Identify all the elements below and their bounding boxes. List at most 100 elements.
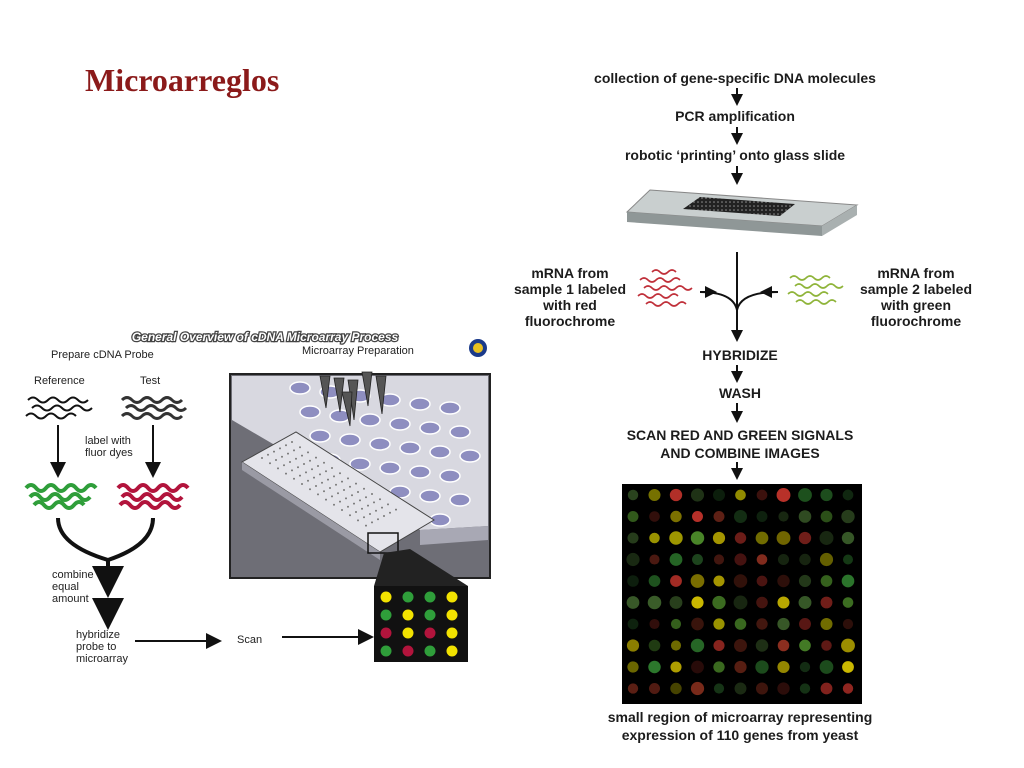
step-hybridize: HYBRIDIZE (702, 347, 778, 363)
array-spot (733, 595, 748, 610)
overview-header: General Overview of cDNA Microarray Proc… (132, 330, 399, 344)
array-caption-line1: small region of microarray representing (607, 709, 873, 725)
array-spot (755, 531, 769, 545)
sample2-line2: sample 2 labeled (859, 281, 973, 297)
slide-dot (341, 509, 343, 511)
slide-dot (317, 465, 319, 467)
step-pcr: PCR amplification (675, 108, 795, 124)
slide-dot (357, 491, 359, 493)
institution-logo (469, 339, 487, 357)
plate-well (449, 493, 471, 507)
array-spot (733, 574, 748, 588)
array-spot (820, 488, 833, 502)
plate-well (419, 421, 441, 435)
slide-dot (317, 493, 319, 496)
array-spot (777, 639, 790, 652)
array-spot (627, 532, 639, 544)
array-spot (799, 683, 811, 694)
array-spot (820, 575, 833, 587)
array-spot (712, 531, 726, 545)
grid-spot (380, 627, 392, 639)
grid-spot (446, 609, 458, 621)
slide-dot (329, 487, 331, 489)
array-spot (648, 488, 661, 502)
glass-slide (625, 189, 859, 236)
array-spot (690, 681, 705, 696)
plate-well (339, 433, 361, 447)
array-spot (734, 660, 747, 674)
grid-spot (380, 645, 392, 657)
array-spot (691, 660, 704, 674)
slide-dot (287, 452, 289, 455)
array-spot (735, 489, 746, 501)
plate-well (419, 489, 441, 503)
slide-dot (319, 473, 321, 476)
plate-well (389, 417, 411, 431)
sample1-line3: with red (543, 297, 597, 313)
slide-dot (297, 466, 299, 469)
grid-spot (402, 591, 414, 603)
slide-dot (347, 505, 349, 508)
plate-well (349, 457, 371, 471)
slide-dot (349, 514, 351, 517)
grid-spot (446, 645, 458, 657)
slide-dot (261, 457, 263, 459)
array-spot (649, 683, 660, 694)
array-spot (842, 661, 854, 673)
label-dyes-line2: fluor dyes (85, 447, 133, 459)
grid-spot (402, 645, 414, 657)
slide-spots (261, 441, 397, 527)
slide-dot (355, 482, 357, 485)
hybridize-line3: microarray (76, 653, 128, 665)
slide-dot (365, 496, 367, 499)
array-spot (777, 596, 790, 609)
slide-dot (313, 476, 315, 479)
slide-dot (373, 501, 375, 504)
array-spot (734, 553, 747, 566)
array-spot (756, 511, 768, 522)
grid-spot (446, 591, 458, 603)
array-spot (669, 553, 683, 566)
slide-dot (269, 462, 271, 465)
array-spot (821, 640, 832, 651)
combine-line2: equal (52, 581, 79, 593)
array-spot (627, 683, 639, 694)
array-spot (648, 660, 661, 674)
plate-well (359, 413, 381, 427)
array-spot (670, 682, 682, 695)
array-spot (713, 511, 725, 522)
step-scan-line1: SCAN RED AND GREEN SIGNALS (626, 427, 854, 443)
grid-spot (424, 609, 436, 621)
slide-dot (285, 472, 287, 475)
array-spot (778, 511, 789, 522)
grid-spot (402, 627, 414, 639)
step-wash: WASH (719, 385, 761, 401)
prepare-probe-label: Prepare cDNA Probe (51, 349, 154, 361)
slide-dot (291, 469, 293, 472)
slide-dot (351, 494, 353, 497)
slide-dot (347, 477, 349, 480)
array-spot (670, 575, 682, 587)
slide-dot (325, 498, 327, 501)
combine-line3: amount (52, 593, 89, 605)
slide-dot (291, 441, 293, 443)
array-spot (820, 596, 833, 609)
slide-dot (387, 503, 389, 506)
slide-dot (355, 511, 357, 513)
array-spot (756, 596, 768, 609)
array-spot (777, 553, 790, 566)
slide-dot (307, 479, 309, 482)
step-collection: collection of gene-specific DNA molecule… (594, 70, 876, 86)
array-spot (713, 575, 725, 587)
sample2-line1: mRNA from (877, 265, 955, 281)
reference-label: Reference (34, 375, 85, 387)
plate-well (309, 429, 331, 443)
zoom-lens (374, 549, 468, 586)
slide-dot (293, 449, 295, 452)
slide-dot (267, 453, 269, 456)
step-scan-line2: AND COMBINE IMAGES (660, 445, 820, 461)
slide-dot (345, 497, 347, 500)
plate-well (289, 381, 311, 395)
slide-dot (395, 508, 397, 511)
slide-dot (279, 447, 281, 450)
